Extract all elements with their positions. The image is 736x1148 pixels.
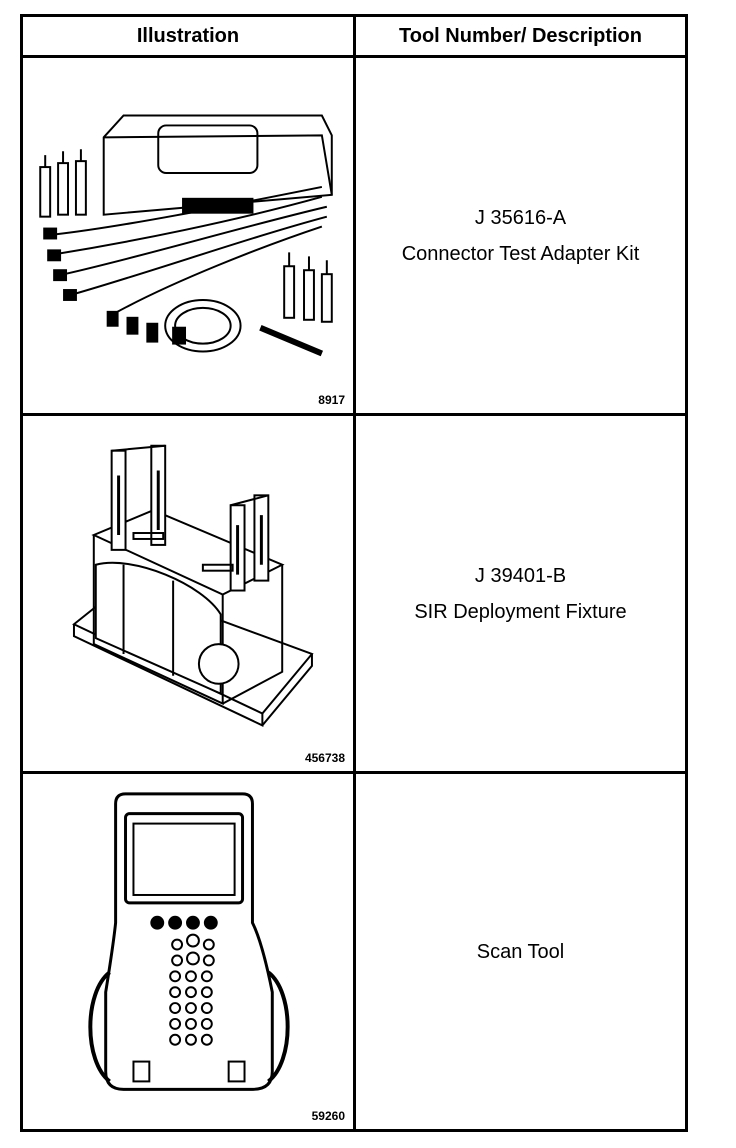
connector-test-adapter-kit-icon (23, 58, 353, 413)
tool-number: J 39401-B (474, 564, 567, 587)
table-row: 8917 J 35616-A Connector Test Adapter Ki… (20, 55, 688, 416)
description-cell: J 35616-A Connector Test Adapter Kit (353, 55, 688, 416)
scan-tool-icon (23, 774, 353, 1129)
figure-number: 59260 (311, 1109, 345, 1123)
illustration-cell: 8917 (20, 55, 356, 416)
tool-description: Connector Test Adapter Kit (401, 242, 640, 265)
figure-number: 456738 (304, 751, 345, 765)
illustration-cell: 59260 (20, 771, 356, 1132)
sir-deployment-fixture-icon (23, 416, 353, 771)
tool-table: Illustration Tool Number/ Description (20, 14, 688, 1132)
description-header: Tool Number/ Description (353, 14, 688, 58)
figure-number: 8917 (318, 393, 345, 407)
header-row: Illustration Tool Number/ Description (20, 14, 688, 58)
description-cell: Scan Tool (353, 771, 688, 1132)
tool-description: SIR Deployment Fixture (414, 600, 627, 623)
illustration-header: Illustration (20, 14, 356, 58)
tool-description: Scan Tool (476, 940, 565, 963)
table-row: 59260 Scan Tool (20, 771, 688, 1132)
illustration-cell: 456738 (20, 413, 356, 774)
table-row: 456738 J 39401-B SIR Deployment Fixture (20, 413, 688, 774)
description-cell: J 39401-B SIR Deployment Fixture (353, 413, 688, 774)
tool-number: J 35616-A (474, 206, 567, 229)
